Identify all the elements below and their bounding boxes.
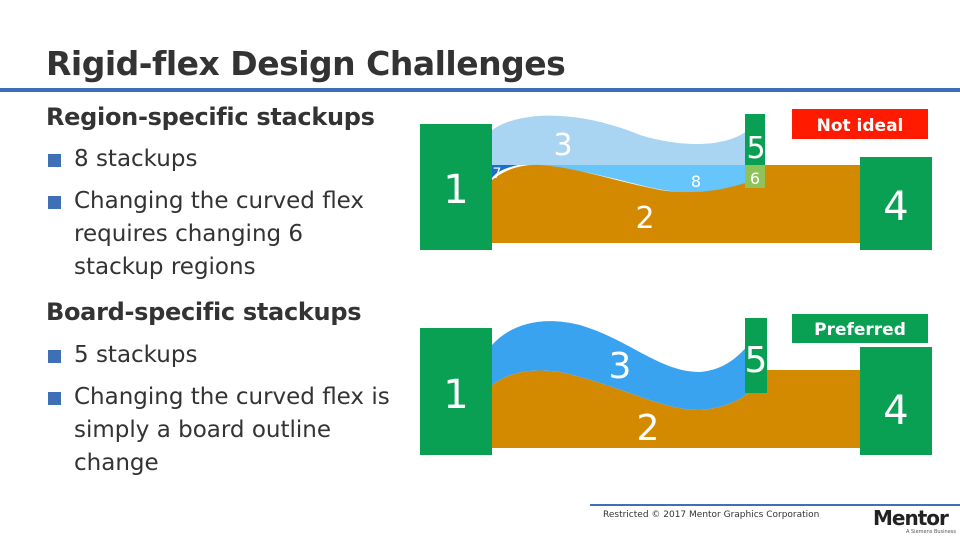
label-2: 2 <box>635 201 654 236</box>
not-ideal-badge <box>792 109 928 139</box>
label-4: 4 <box>883 184 908 230</box>
bullet-square-icon <box>48 154 61 167</box>
not-ideal-label: Not ideal <box>817 116 904 136</box>
region-4 <box>860 157 932 250</box>
footer-copyright: Restricted © 2017 Mentor Graphics Corpor… <box>603 510 820 520</box>
region-2 <box>492 164 860 243</box>
footer-divider <box>590 504 960 506</box>
bullet-square-icon <box>48 392 61 405</box>
bullet: Changing the curved flex requires changi… <box>48 185 398 284</box>
region-3 <box>492 321 748 410</box>
label-6: 6 <box>750 169 760 188</box>
preferred-label: Preferred <box>814 320 906 340</box>
label-3: 3 <box>609 346 632 387</box>
region-7 <box>492 165 518 178</box>
bullet-square-icon <box>48 196 61 209</box>
preferred-badge <box>792 314 928 343</box>
label-1: 1 <box>443 167 468 213</box>
mentor-logo: Mentor <box>873 506 949 530</box>
region-6 <box>745 165 765 188</box>
region-2 <box>492 370 860 448</box>
label-8: 8 <box>691 172 701 191</box>
region-3 <box>492 115 748 165</box>
label-1: 1 <box>443 372 468 418</box>
logo-subtitle: A Siemens Business <box>906 529 957 535</box>
bullet: Changing the curved flex is simply a boa… <box>48 381 398 480</box>
diagram-board-specific: 1 2 3 4 5 Preferred <box>420 314 932 455</box>
region-5 <box>745 114 765 165</box>
region-8 <box>525 165 748 193</box>
region-1 <box>420 124 492 250</box>
label-4: 4 <box>883 388 908 434</box>
bullet: 8 stackups <box>48 143 398 176</box>
label-2: 2 <box>637 408 660 449</box>
label-5: 5 <box>745 340 768 381</box>
region-1 <box>420 328 492 455</box>
region-5 <box>745 318 767 393</box>
title-divider <box>0 88 960 92</box>
label-5: 5 <box>746 131 765 166</box>
label-7: 7 <box>493 166 502 182</box>
bullet: 5 stackups <box>48 339 398 372</box>
section-heading: Region-specific stackups <box>46 103 375 131</box>
diagram-region-specific: 1 2 3 4 5 6 7 8 Not ideal <box>420 109 932 250</box>
bullet-square-icon <box>48 350 61 363</box>
slide-title: Rigid-flex Design Challenges <box>46 44 566 83</box>
label-3: 3 <box>553 128 572 163</box>
region-4 <box>860 347 932 455</box>
section-heading: Board-specific stackups <box>46 298 362 326</box>
